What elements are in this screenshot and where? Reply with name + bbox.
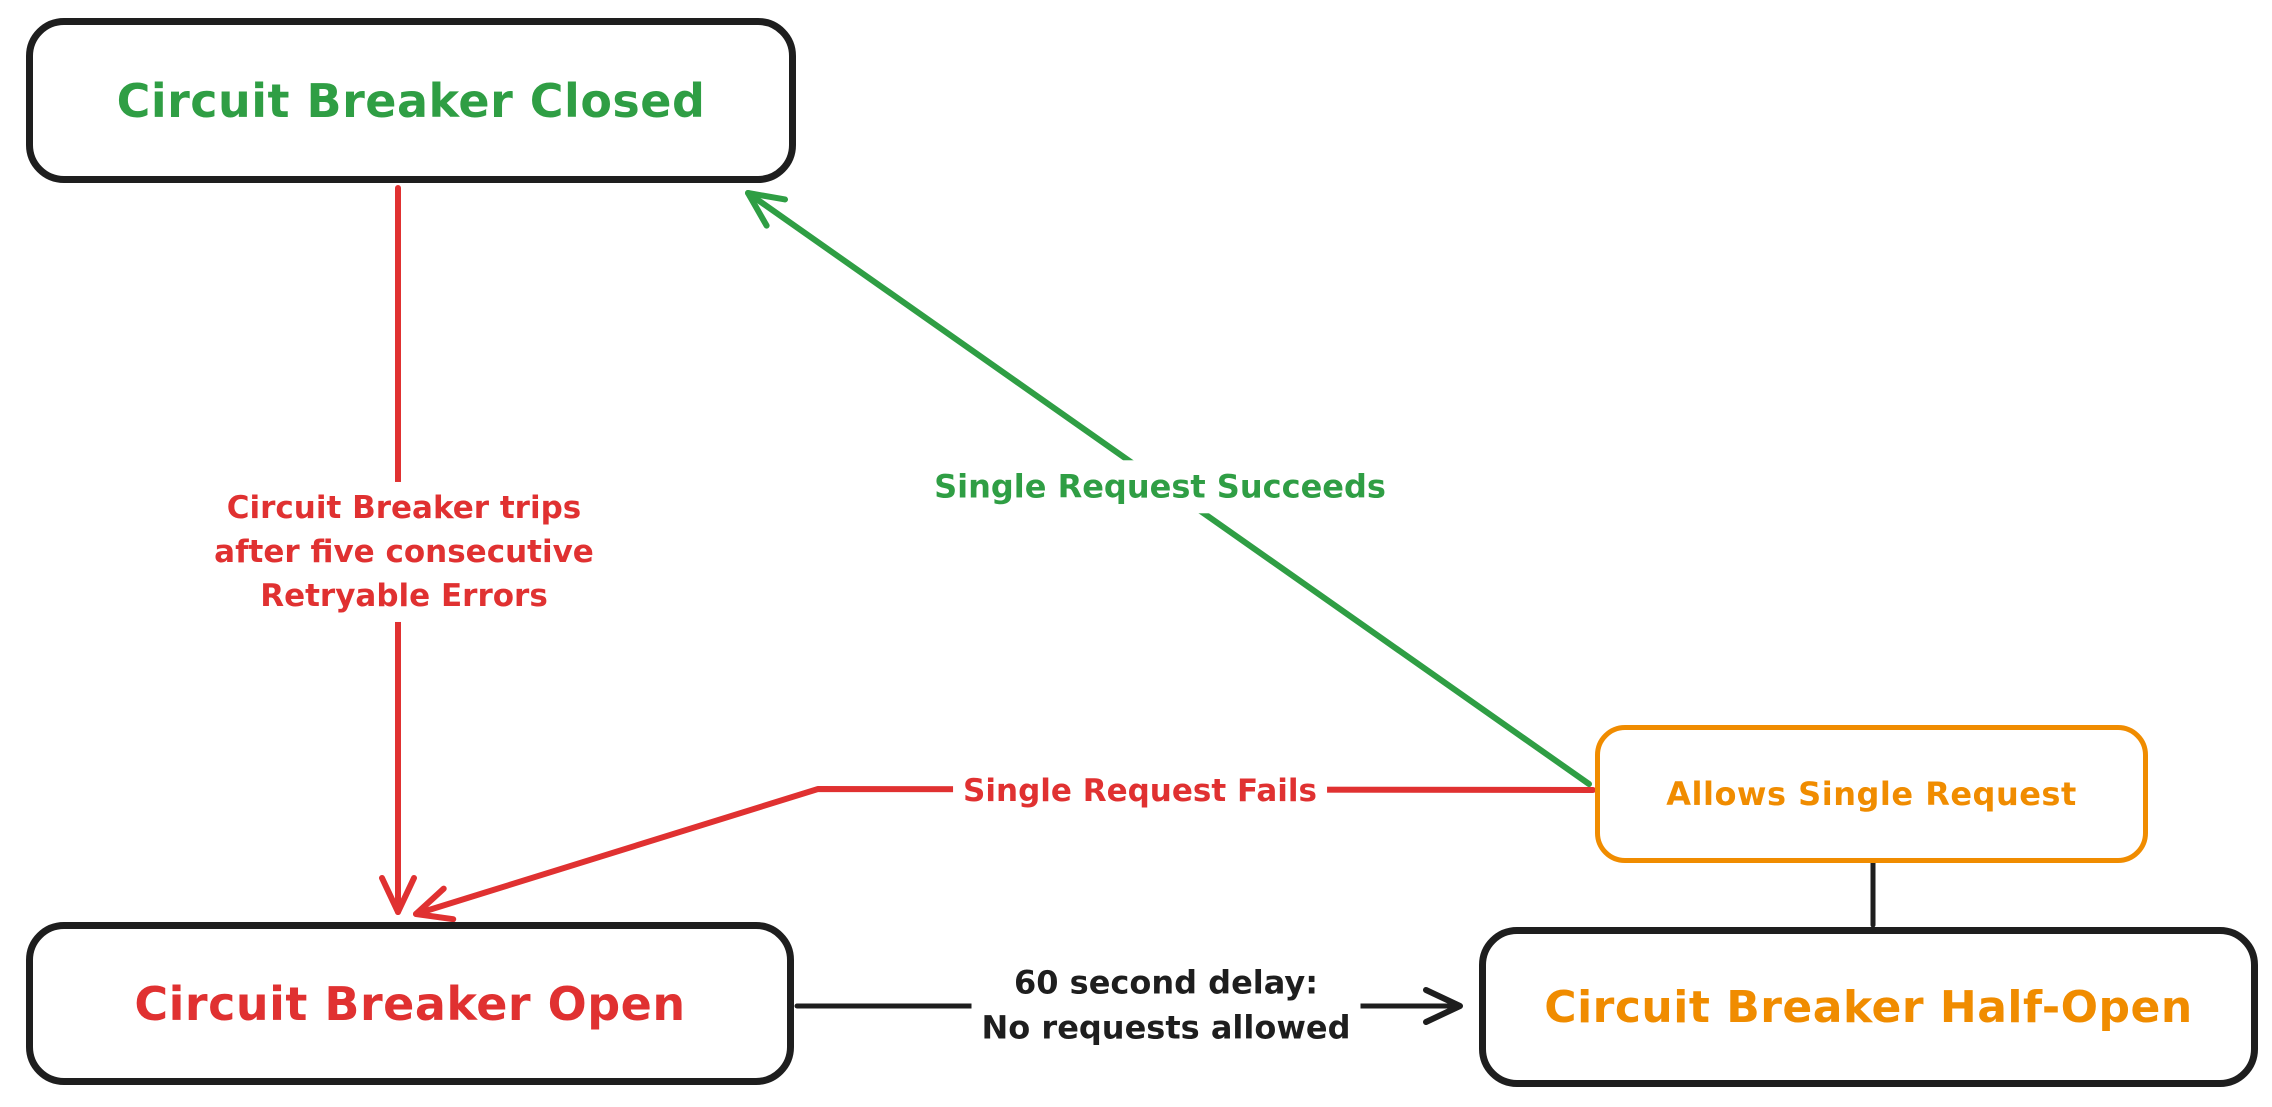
edge-label-delay: 60 second delay: No requests allowed	[971, 956, 1361, 1056]
node-circuit-breaker-half-open-label: Circuit Breaker Half-Open	[1544, 981, 2193, 1033]
edge-label-delay-line-1: 60 second delay:	[1013, 963, 1319, 1002]
node-circuit-breaker-closed-label: Circuit Breaker Closed	[116, 73, 706, 128]
node-allows-single-request-label: Allows Single Request	[1666, 775, 2077, 813]
edge-label-trip-line-2: after five consecutive	[214, 533, 594, 570]
edge-label-single-request-fails: Single Request Fails	[953, 764, 1327, 818]
edge-label-single-request-succeeds-text: Single Request Succeeds	[934, 467, 1386, 506]
edge-label-single-request-fails-text: Single Request Fails	[963, 772, 1317, 809]
edge-fail-line	[413, 786, 1596, 923]
edge-label-single-request-succeeds: Single Request Succeeds	[924, 460, 1396, 514]
edge-label-trip-line-3: Retryable Errors	[260, 578, 548, 615]
edge-label-delay-line-2: No requests allowed	[981, 1009, 1351, 1047]
edge-label-trip-line-1: Circuit Breaker trips	[226, 489, 582, 526]
node-allows-single-request: Allows Single Request	[1595, 725, 2148, 863]
node-circuit-breaker-closed: Circuit Breaker Closed	[26, 18, 796, 183]
node-circuit-breaker-half-open: Circuit Breaker Half-Open	[1479, 927, 2258, 1087]
edge-label-trip: Circuit Breaker trips after five consecu…	[204, 481, 604, 623]
node-circuit-breaker-open: Circuit Breaker Open	[26, 922, 794, 1085]
node-circuit-breaker-open-label: Circuit Breaker Open	[134, 976, 686, 1031]
